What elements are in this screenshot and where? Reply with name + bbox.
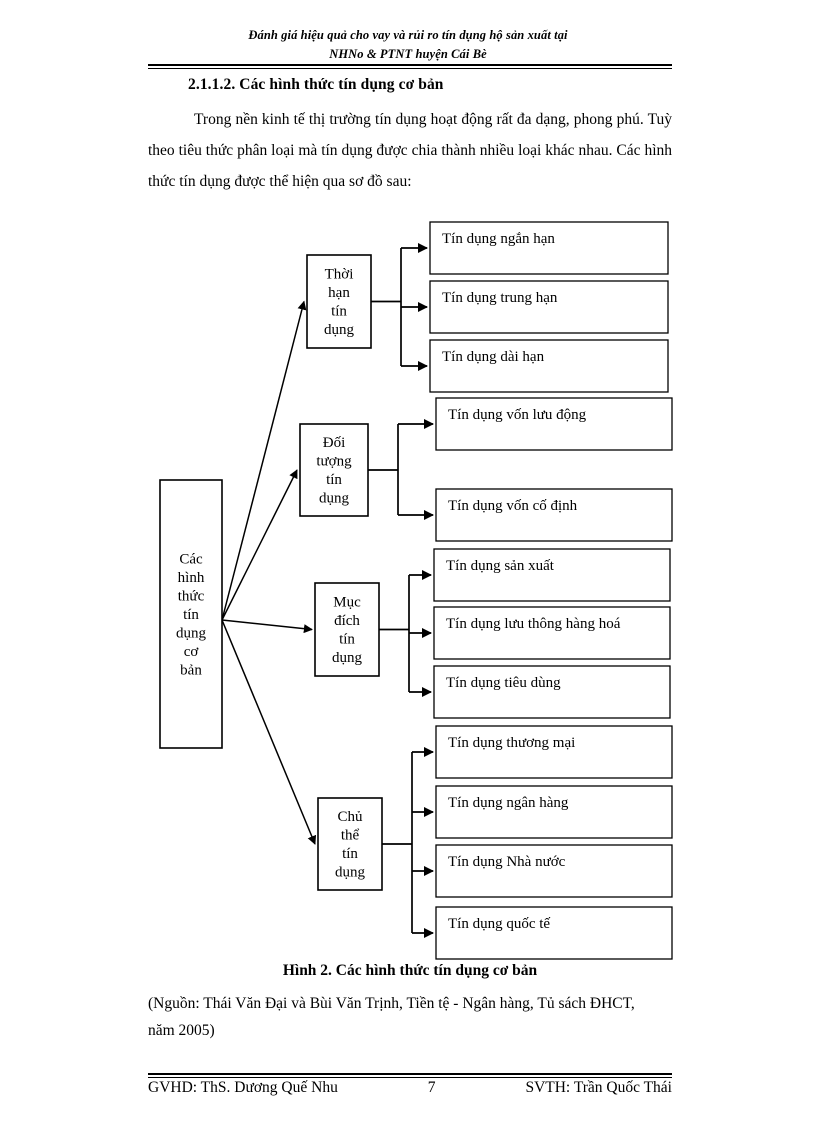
node-text-line: dụng xyxy=(335,865,366,881)
node-text-line: hình xyxy=(178,570,205,586)
section-heading: 2.1.1.2. Các hình thức tín dụng cơ bản xyxy=(188,76,444,93)
diagram-leaf-label-4-4: Tín dụng quốc tế xyxy=(448,916,550,932)
node-text-line: tín xyxy=(342,846,358,862)
running-header: Đánh giá hiệu quả cho vay và rủi ro tín … xyxy=(148,26,668,64)
connector-root-to-group-4 xyxy=(221,619,317,845)
node-text-line: Thời xyxy=(325,267,354,283)
diagram-leaf-box-1-3 xyxy=(429,339,669,393)
node-text-line: cơ xyxy=(184,644,200,660)
diagram-leaf-label-4-2: Tín dụng ngân hàng xyxy=(448,795,569,811)
node-text-line: dụng xyxy=(176,625,207,641)
diagram-leaf-label-1-1: Tín dụng ngắn hạn xyxy=(442,231,555,247)
connector-root-to-group-1 xyxy=(221,300,307,621)
node-text-line: tượng xyxy=(316,454,352,470)
node-text-line: Chủ xyxy=(337,809,363,825)
node-text-line: tín xyxy=(339,632,355,648)
diagram-group-box-2 xyxy=(299,423,369,517)
footer-page-number: 7 xyxy=(427,1079,436,1096)
node-text-line: bản xyxy=(180,662,202,678)
footer-supervisor: GVHD: ThS. Dương Quế Nhu xyxy=(148,1079,338,1096)
diagram-leaf-box-3-1 xyxy=(433,548,671,602)
diagram-group-label-3: Mục đích tín dụng xyxy=(332,595,363,667)
diagram-leaf-label-3-2: Tín dụng lưu thông hàng hoá xyxy=(446,616,621,632)
footer-student: SVTH: Trần Quốc Thái xyxy=(525,1079,672,1096)
diagram-leaf-box-2-2 xyxy=(435,488,673,542)
diagram-leaf-label-1-3: Tín dụng dài hạn xyxy=(442,349,545,365)
node-text-line: Mục xyxy=(333,595,361,611)
node-text-line: tín xyxy=(326,472,342,488)
diagram-leaf-label-1-2: Tín dụng trung hạn xyxy=(442,290,558,306)
figure-caption: Hình 2. Các hình thức tín dụng cơ bản xyxy=(282,962,538,979)
diagram-root-label: Các hình thức tín dụng cơ bản xyxy=(176,551,207,678)
figure-source-line1: (Nguồn: Thái Văn Đại và Bùi Văn Trịnh, T… xyxy=(148,995,635,1012)
node-text-line: Đối xyxy=(323,435,346,451)
page-footer: GVHD: ThS. Dương Quế Nhu 7 SVTH: Trần Qu… xyxy=(148,1079,672,1097)
node-text-line: Các xyxy=(179,551,203,567)
node-text-line: đích xyxy=(334,613,360,629)
diagram-leaf-box-4-4 xyxy=(435,906,673,960)
diagram-leaf-label-3-1: Tín dụng sản xuất xyxy=(446,558,555,574)
diagram-leaf-label-4-1: Tín dụng thương mại xyxy=(448,735,575,751)
header-rule xyxy=(148,64,672,69)
diagram-group-label-2: Đối tượng tín dụng xyxy=(316,435,352,507)
node-text-line: hạn xyxy=(328,285,350,301)
running-header-line2: NHNo & PTNT huyện Cái Bè xyxy=(329,47,487,61)
node-text-line: thức xyxy=(178,588,205,604)
diagram-leaf-box-2-1 xyxy=(435,397,673,451)
diagram-leaf-box-3-3 xyxy=(433,665,671,719)
diagram-connectors xyxy=(221,242,435,939)
diagram-leaf-box-1-1 xyxy=(429,221,669,275)
diagram-group-label-1: Thời hạn tín dụng xyxy=(324,267,355,339)
connector-root-to-group-2 xyxy=(221,469,298,621)
diagram-root-box xyxy=(159,479,223,749)
node-text-line: dụng xyxy=(319,491,350,507)
diagram-nodes: CáchìnhthứctíndụngcơbảnThờihạntíndụngTín… xyxy=(159,221,673,960)
node-text-line: tín xyxy=(183,607,199,623)
node-text-line: tín xyxy=(331,304,347,320)
diagram-leaf-box-4-3 xyxy=(435,844,673,898)
diagram-group-box-4 xyxy=(317,797,383,891)
diagram-group-box-1 xyxy=(306,254,372,349)
diagram-leaf-box-4-2 xyxy=(435,785,673,839)
node-text-line: dụng xyxy=(332,650,363,666)
diagram-leaf-box-1-2 xyxy=(429,280,669,334)
diagram-leaf-label-2-2: Tín dụng vốn cố định xyxy=(448,498,578,514)
diagram-group-box-3 xyxy=(314,582,380,677)
diagram-leaf-box-3-2 xyxy=(433,606,671,660)
diagram-leaf-box-4-1 xyxy=(435,725,673,779)
node-text-line: dụng xyxy=(324,322,355,338)
footer-rule xyxy=(148,1073,672,1078)
figure-source-line2: năm 2005) xyxy=(148,1022,215,1039)
body-paragraph: Trong nền kinh tế thị trường tín dụng ho… xyxy=(148,111,672,190)
diagram-leaf-label-3-3: Tín dụng tiêu dùng xyxy=(446,675,561,691)
diagram-leaf-label-2-1: Tín dụng vốn lưu động xyxy=(448,407,587,423)
running-header-line1: Đánh giá hiệu quả cho vay và rủi ro tín … xyxy=(248,28,568,42)
diagram-group-label-4: Chủ thể tín dụng xyxy=(335,809,366,881)
node-text-line: thể xyxy=(341,828,360,844)
diagram-leaf-label-4-3: Tín dụng Nhà nước xyxy=(448,854,566,870)
connector-root-to-group-3 xyxy=(221,619,313,634)
figure-source: (Nguồn: Thái Văn Đại và Bùi Văn Trịnh, T… xyxy=(148,990,672,1044)
